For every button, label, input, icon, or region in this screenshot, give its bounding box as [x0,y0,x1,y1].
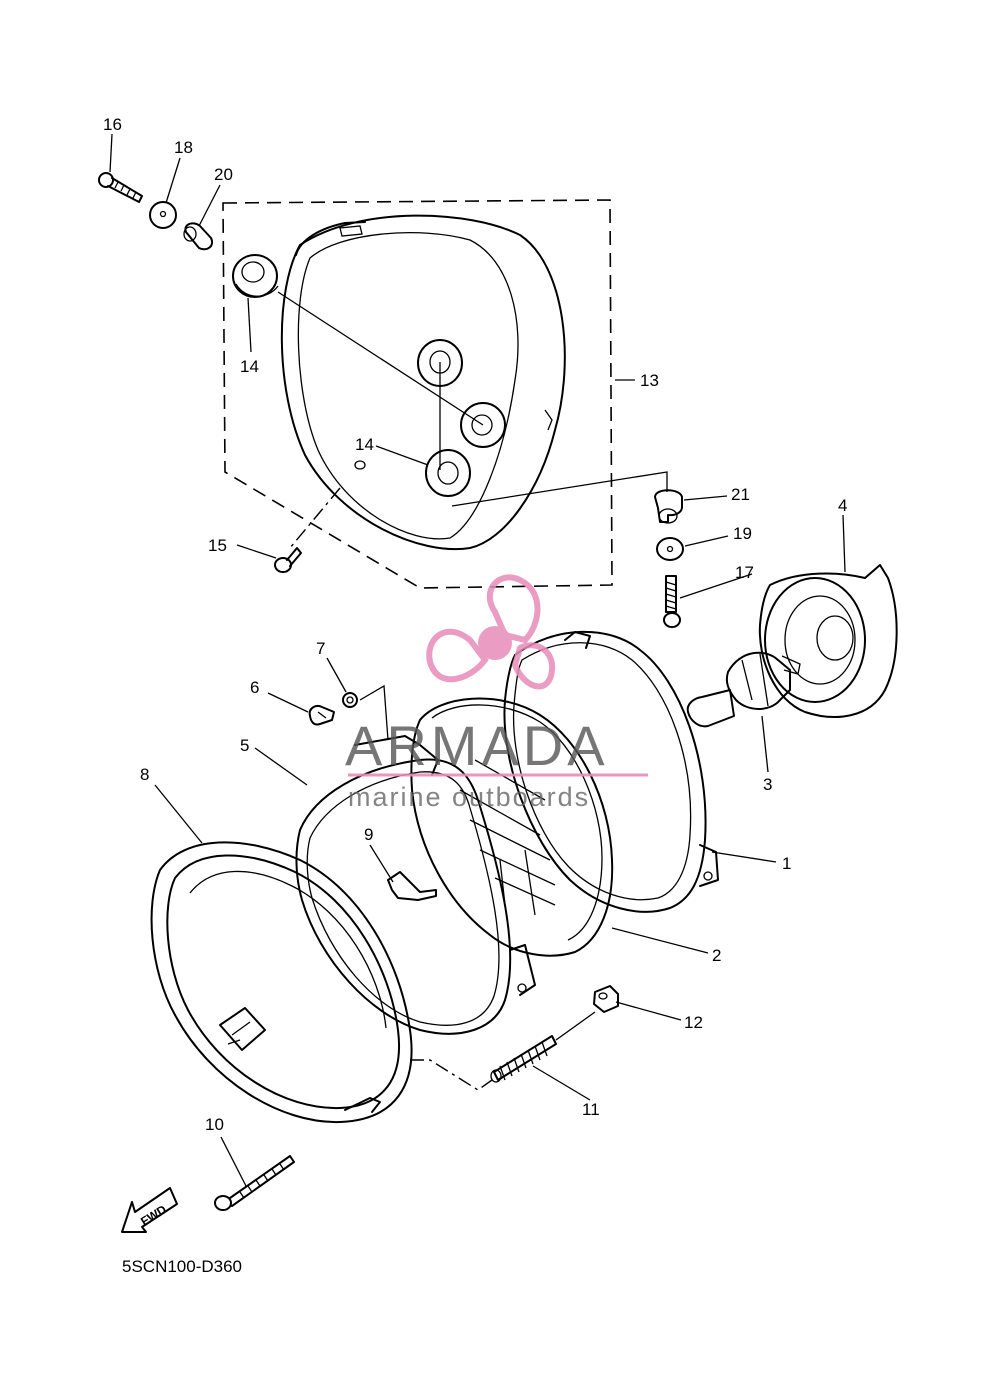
callout-2: 2 [712,946,721,965]
spring-11 [490,1035,557,1083]
nut-12 [593,985,619,1013]
washer-19 [656,537,684,561]
callout-11: 11 [582,1100,600,1119]
housing-grommet-lower [425,449,471,497]
callout-5: 5 [240,736,249,755]
screw-6 [308,705,335,726]
grommet-14 [232,254,279,298]
headlight-housing [280,214,566,551]
diagram-code: 5SCN100-D360 [122,1257,242,1276]
callout-4: 4 [838,496,847,515]
housing-grommet-right [460,402,506,448]
screw-10 [214,1155,295,1211]
screw-16 [98,172,143,203]
callout-13: 13 [640,371,659,390]
callout-1: 1 [782,854,791,873]
callout-21: 21 [731,485,750,504]
washer-18 [149,201,177,229]
watermark-tagline: marine outboards [348,782,590,812]
watermark: ARMADA marine outboards [345,574,648,812]
collar-21 [654,489,683,524]
callout-18: 18 [174,138,193,157]
callout-14-center: 14 [355,435,374,454]
clip-9 [387,871,437,901]
callout-14-left: 14 [240,357,259,376]
callout-3: 3 [763,775,772,794]
headlight-body-1 [503,630,719,913]
callout-10: 10 [205,1115,224,1134]
screw-15 [274,547,302,573]
callout-7: 7 [316,639,325,658]
group-13-boundary [222,199,613,589]
callout-19: 19 [733,524,752,543]
callout-20: 20 [214,165,233,184]
fwd-arrow-icon: FWD [121,1187,178,1233]
callout-9: 9 [364,825,373,844]
outer-rim-8 [150,841,413,1124]
watermark-brand: ARMADA [345,714,609,777]
callout-6: 6 [250,678,259,697]
leader-lines [109,133,846,1187]
screw-17 [663,575,681,628]
callout-12: 12 [684,1013,703,1032]
callout-16: 16 [103,115,122,134]
callout-labels: 16 18 20 14 14 13 15 21 19 17 4 3 1 2 7 … [103,115,847,1134]
collar-20 [183,222,213,251]
callout-15: 15 [208,536,227,555]
callout-17: 17 [735,563,754,582]
callout-8: 8 [140,765,149,784]
nut-7 [342,692,358,708]
socket-cover-4 [758,564,898,718]
bulb-3 [686,651,801,728]
propeller-logo-icon [426,574,556,690]
inner-rim-5 [295,735,536,1035]
